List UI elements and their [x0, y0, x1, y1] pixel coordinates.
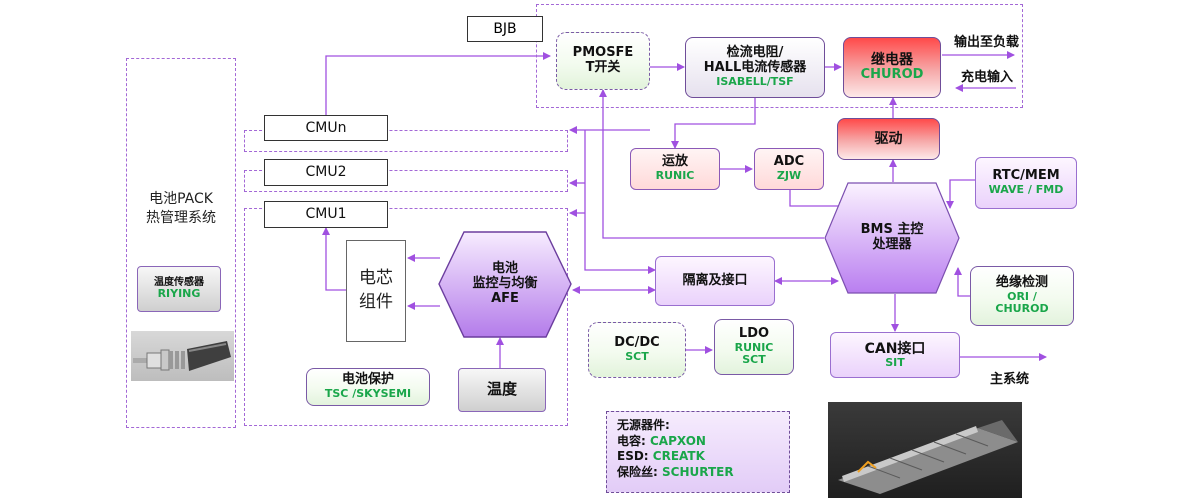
- ldo-box: LDO RUNIC SCT: [714, 319, 794, 375]
- temp-sensor-vendor: RIYING: [157, 287, 201, 301]
- bms-line2: 处理器: [872, 237, 912, 252]
- output-to-load-label: 输出至负载: [954, 35, 1020, 50]
- passive-label: ESD:: [617, 449, 649, 464]
- afe-block: 电池 监控与均衡 AFE: [438, 231, 572, 338]
- temp-sensor-box: 温度传感器 RIYING: [137, 266, 221, 312]
- bms-line1: BMS 主控: [860, 222, 924, 238]
- adc-title: ADC: [773, 154, 805, 170]
- current-sensor-line1: 检流电阻/: [726, 45, 784, 61]
- pmosfet-line1: PMOSFE: [572, 45, 634, 61]
- protection-title: 电池保护: [341, 372, 394, 388]
- rtc-mem-title: RTC/MEM: [992, 168, 1060, 184]
- temperature-box: 温度: [458, 368, 546, 412]
- isolation-interface-box: 隔离及接口: [655, 256, 775, 306]
- passive-row-capacitor: 电容: CAPXON: [617, 434, 779, 450]
- afe-line3: AFE: [491, 290, 519, 306]
- pmosfet-box: PMOSFE T开关: [556, 32, 650, 90]
- cmu1-container: [244, 208, 568, 426]
- pack-container: [126, 58, 236, 428]
- can-title: CAN接口: [864, 340, 926, 357]
- adc-vendor: ZJW: [776, 169, 802, 183]
- bms-label: BMS 主控 处理器: [824, 182, 960, 294]
- passive-vendor: CREATK: [652, 449, 705, 464]
- ldo-vendor1: RUNIC: [734, 340, 774, 354]
- passive-row-esd: ESD: CREATK: [617, 449, 779, 465]
- passive-row-fuse: 保险丝: SCHURTER: [617, 465, 779, 481]
- opamp-vendor: RUNIC: [655, 169, 695, 183]
- current-sensor-vendor: ISABELL/TSF: [716, 75, 794, 89]
- dcdc-title: DC/DC: [614, 335, 660, 351]
- dcdc-box: DC/DC SCT: [588, 322, 686, 378]
- bjb-box: BJB: [467, 16, 543, 42]
- relay-title: 继电器: [871, 51, 913, 68]
- ldo-title: LDO: [738, 325, 770, 341]
- bms-hexagon-shape: [824, 182, 960, 294]
- cmun-box: CMUn: [264, 115, 388, 141]
- can-vendor: SIT: [885, 355, 905, 369]
- temp-sensor-title: 温度传感器: [154, 276, 204, 288]
- passive-components-box: 无源器件: 电容: CAPXON ESD: CREATK 保险丝: SCHURT…: [606, 411, 790, 493]
- cmu2-label: CMU2: [305, 164, 347, 181]
- afe-line2: 监控与均衡: [472, 276, 538, 292]
- insulation-vendor2: CHUROD: [995, 302, 1049, 316]
- temp-sensor-photo: [131, 331, 234, 381]
- passive-label: 保险丝:: [617, 464, 658, 479]
- afe-line1: 电池: [491, 261, 518, 277]
- afe-label: 电池 监控与均衡 AFE: [438, 231, 572, 338]
- charge-input-label: 充电输入: [961, 70, 1014, 85]
- can-interface-box: CAN接口 SIT: [830, 332, 960, 378]
- insulation-title: 绝缘检测: [995, 274, 1048, 290]
- relay-box: 继电器 CHUROD: [843, 37, 941, 98]
- passive-title: 无源器件:: [617, 418, 670, 432]
- current-sensor-line2: HALL电流传感器: [703, 60, 807, 76]
- cmun-label: CMUn: [305, 119, 347, 136]
- current-sensor-box: 检流电阻/ HALL电流传感器 ISABELL/TSF: [685, 37, 825, 98]
- rtc-mem-vendor: WAVE / FMD: [988, 183, 1064, 197]
- cell-line2: 组件: [359, 292, 393, 312]
- dcdc-vendor: SCT: [625, 350, 649, 364]
- temperature-label: 温度: [486, 380, 517, 399]
- battery-protection-box: 电池保护 TSC /SKYSEMI: [306, 368, 430, 406]
- rtc-mem-box: RTC/MEM WAVE / FMD: [975, 157, 1077, 209]
- pack-title-line2: 热管理系统: [146, 209, 216, 226]
- cmu2-bus: [244, 170, 568, 192]
- insulation-vendor1: ORI /: [1007, 289, 1037, 303]
- battery-pack-illustration: [838, 420, 1018, 494]
- opamp-title: 运放: [661, 154, 688, 170]
- power-path-container: [536, 4, 1023, 108]
- temp-sensor-illustration: [133, 341, 231, 371]
- passive-vendor: SCHURTER: [662, 464, 734, 479]
- cmun-bus: [244, 130, 568, 152]
- driver-label: 驱动: [874, 130, 903, 147]
- relay-vendor: CHUROD: [860, 67, 924, 83]
- passive-vendor: CAPXON: [650, 433, 706, 448]
- protection-vendor: TSC /SKYSEMI: [324, 387, 412, 401]
- ldo-vendor2: SCT: [742, 353, 766, 367]
- pack-title: 电池PACK 热管理系统: [128, 190, 234, 228]
- opamp-box: 运放 RUNIC: [630, 148, 720, 190]
- isolation-label: 隔离及接口: [682, 272, 748, 288]
- insulation-detection-box: 绝缘检测 ORI / CHUROD: [970, 266, 1074, 326]
- pmosfet-line2: T开关: [585, 60, 621, 75]
- bms-processor: BMS 主控 处理器: [824, 182, 960, 294]
- bjb-label: BJB: [493, 20, 517, 37]
- pack-title-line1: 电池PACK: [149, 191, 213, 207]
- cell-assembly-box: 电芯 组件: [346, 240, 406, 342]
- cell-line1: 电芯: [359, 268, 393, 289]
- main-system-label: 主系统: [990, 372, 1030, 387]
- passive-label: 电容:: [617, 433, 646, 448]
- afe-hexagon-shape: [438, 231, 572, 338]
- cmu1-box: CMU1: [264, 201, 388, 228]
- driver-box: 驱动: [837, 118, 940, 160]
- cmu1-label: CMU1: [305, 206, 347, 223]
- battery-pack-photo: [828, 402, 1022, 498]
- cmu2-box: CMU2: [264, 159, 388, 186]
- adc-box: ADC ZJW: [754, 148, 824, 190]
